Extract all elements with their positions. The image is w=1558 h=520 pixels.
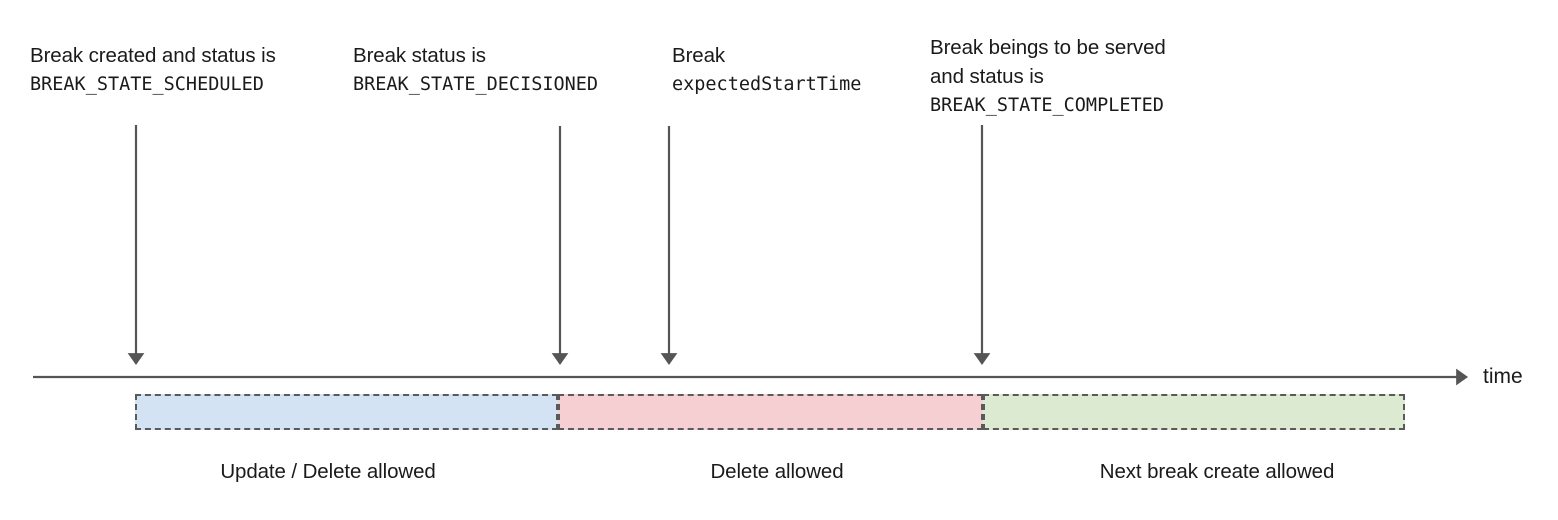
event-label-line: Break beings to be served — [930, 36, 1166, 59]
event-label-decisioned: Break status is BREAK_STATE_DECISIONED — [353, 41, 598, 99]
phase-bar-update-delete — [135, 394, 558, 430]
event-label-scheduled: Break created and status is BREAK_STATE_… — [30, 41, 276, 99]
event-status-code: BREAK_STATE_COMPLETED — [930, 95, 1164, 116]
event-label-line: Break created and status is — [30, 44, 276, 67]
phase-bar-next-break-create — [983, 394, 1405, 430]
event-label-completed: Break beings to be served and status is … — [930, 33, 1166, 120]
event-label-line: and status is — [930, 65, 1044, 88]
event-label-expected-start-time: Break expectedStartTime — [672, 41, 861, 99]
phase-caption-update-delete: Update / Delete allowed — [220, 460, 436, 483]
event-status-code: BREAK_STATE_DECISIONED — [353, 74, 599, 95]
phase-caption-next-break-create: Next break create allowed — [1099, 460, 1335, 483]
time-axis-label: time — [1483, 365, 1523, 388]
event-field-name: expectedStartTime — [672, 74, 862, 95]
event-status-code: BREAK_STATE_SCHEDULED — [30, 74, 264, 95]
phase-caption-delete-only: Delete allowed — [710, 460, 844, 483]
phase-bar-delete-only — [558, 394, 983, 430]
event-label-line: Break — [672, 44, 726, 67]
event-label-line: Break status is — [353, 44, 486, 67]
